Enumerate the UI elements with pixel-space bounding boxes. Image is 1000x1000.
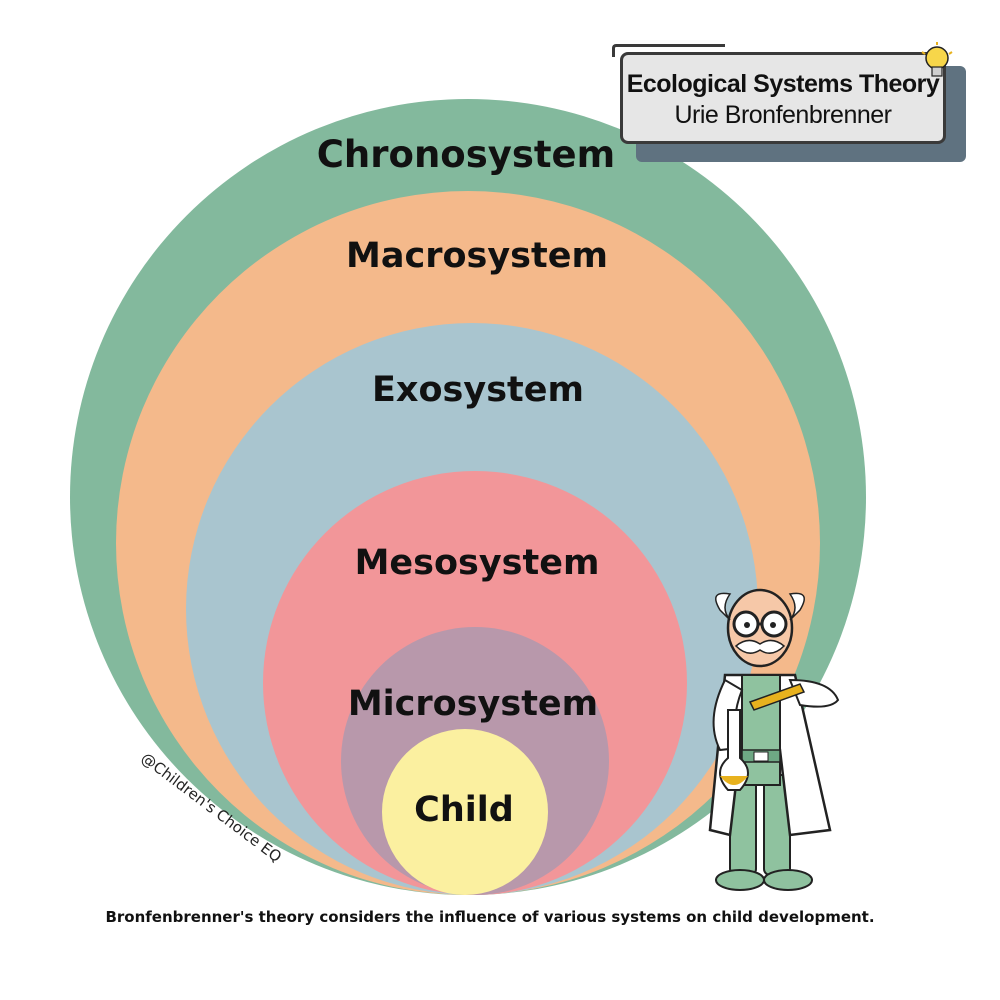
- label-macrosystem: Macrosystem: [346, 236, 608, 276]
- title-box-accent-line: [612, 44, 725, 57]
- caption: Bronfenbrenner's theory considers the in…: [105, 908, 875, 926]
- label-child: Child: [414, 790, 514, 830]
- label-chronosystem: Chronosystem: [317, 133, 615, 176]
- title-box: Ecological Systems Theory Urie Bronfenbr…: [612, 42, 966, 162]
- scientist-icon: [708, 588, 840, 891]
- label-mesosystem: Mesosystem: [355, 543, 600, 583]
- diagram-subtitle: Urie Bronfenbrenner: [674, 101, 892, 129]
- label-microsystem: Microsystem: [348, 684, 598, 724]
- title-card: Ecological Systems Theory Urie Bronfenbr…: [620, 52, 946, 144]
- lightbulb-icon: [921, 42, 953, 77]
- label-exosystem: Exosystem: [372, 370, 584, 410]
- diagram-title: Ecological Systems Theory: [626, 70, 940, 98]
- ring-child: [382, 729, 548, 895]
